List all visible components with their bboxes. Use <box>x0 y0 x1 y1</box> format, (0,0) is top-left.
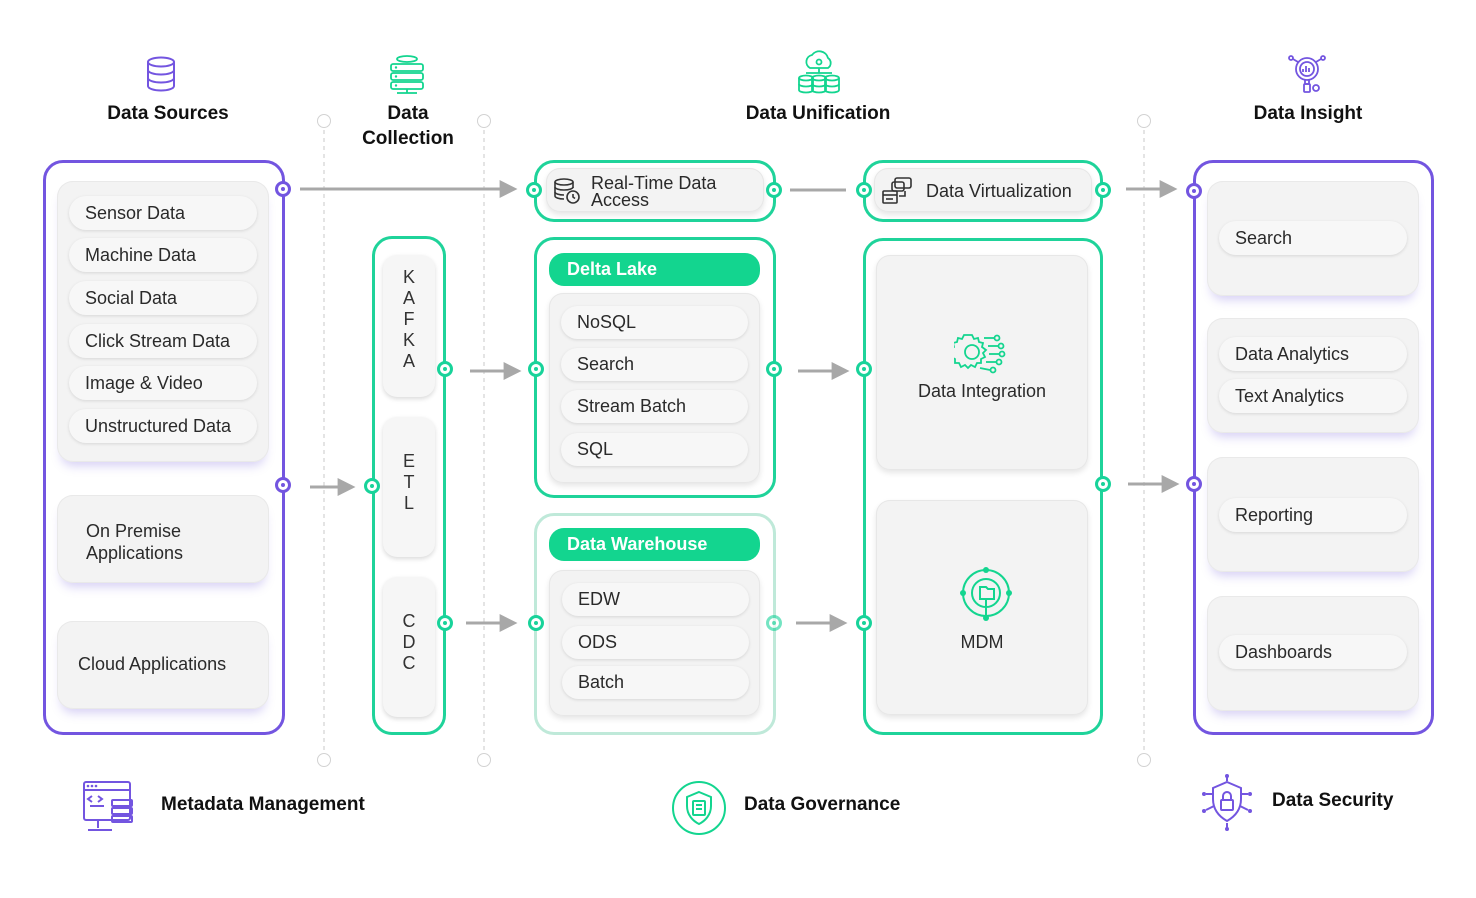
connector-node <box>1186 476 1202 492</box>
kafka-letter: K <box>402 267 415 287</box>
kafka-letter: A <box>402 351 415 371</box>
separator-cap <box>317 114 331 128</box>
header-data-unification: Data Unification <box>745 103 891 124</box>
delta-lake-item: SQL <box>561 433 748 466</box>
connector-node <box>437 361 453 377</box>
connector-node <box>856 361 872 377</box>
connector-node <box>766 182 782 198</box>
cdc-letter: D <box>402 632 416 652</box>
etl-card: E T L <box>383 417 435 557</box>
database-icon <box>147 56 175 92</box>
header-data-insight: Data Insight <box>1253 103 1363 124</box>
delta-lake-item: NoSQL <box>561 306 748 339</box>
connector-node <box>526 182 542 198</box>
connector-node <box>1095 476 1111 492</box>
data-security-label: Data Security <box>1272 790 1394 811</box>
integration-label: Data Integration <box>917 381 1047 401</box>
source-item: Image & Video <box>69 366 257 400</box>
cdc-card: C D C <box>383 577 435 717</box>
virtualization-card <box>874 168 1092 212</box>
connector-node <box>437 615 453 631</box>
source-item: Sensor Data <box>69 196 257 230</box>
source-item: Click Stream Data <box>69 324 257 358</box>
warehouse-item: EDW <box>562 583 749 616</box>
data-governance-label: Data Governance <box>744 794 901 815</box>
insight-item: Reporting <box>1219 498 1407 532</box>
delta-lake-item: Stream Batch <box>561 390 748 423</box>
realtime-label: Real-Time Data Access <box>591 173 717 210</box>
kafka-card: K A F K A <box>383 255 435 397</box>
shield-lock-icon <box>1202 774 1252 831</box>
insight-item: Data Analytics <box>1219 337 1407 371</box>
insight-item: Search <box>1219 221 1407 255</box>
connector-node <box>766 615 782 631</box>
etl-letter: T <box>403 472 415 492</box>
cdc-letter: C <box>402 611 416 631</box>
insight-item: Text Analytics <box>1219 379 1407 413</box>
delta-lake-item: Search <box>561 348 748 381</box>
connector-node <box>275 477 291 493</box>
connector-node <box>856 182 872 198</box>
server-stack-icon <box>390 55 424 94</box>
integration-card <box>876 255 1088 470</box>
insight-analytics-card <box>1207 318 1419 433</box>
warehouse-item: Batch <box>562 666 749 699</box>
on-premise-label: On Premise Applications <box>86 521 184 563</box>
header-data-collection: Data Collection <box>362 103 454 149</box>
insight-item: Dashboards <box>1219 635 1407 669</box>
clock-database-icon <box>554 178 580 204</box>
connector-node <box>1095 182 1111 198</box>
connector-node <box>1186 183 1202 199</box>
separator-cap <box>1137 114 1151 128</box>
metadata-management-label: Metadata Management <box>161 794 365 815</box>
warehouse-item: ODS <box>562 626 749 659</box>
cloud-database-icon <box>798 50 840 94</box>
connector-node <box>528 615 544 631</box>
separator-cap <box>317 753 331 767</box>
connector-node <box>766 361 782 377</box>
separator-cap <box>477 753 491 767</box>
gear-circuit-icon <box>954 334 1006 374</box>
data-virtualization-icon <box>882 177 912 204</box>
mdm-network-icon <box>960 567 1012 621</box>
connector-node <box>364 478 380 494</box>
shield-document-icon <box>672 781 726 835</box>
connector-node <box>528 361 544 377</box>
header-data-sources: Data Sources <box>107 103 229 124</box>
separator-cap <box>477 114 491 128</box>
cloud-applications-card <box>57 621 269 709</box>
insight-analytics-icon <box>1288 55 1326 93</box>
data-warehouse-title: Data Warehouse <box>549 528 760 561</box>
source-item: Social Data <box>69 281 257 315</box>
on-premise-card <box>57 495 269 583</box>
etl-letter: E <box>402 451 415 471</box>
source-item: Unstructured Data <box>69 409 257 443</box>
mdm-label: MDM <box>960 632 1004 652</box>
mdm-card <box>876 500 1088 715</box>
realtime-card <box>546 168 764 212</box>
connector-node <box>275 181 291 197</box>
source-item: Machine Data <box>69 238 257 272</box>
kafka-letter: K <box>402 330 415 350</box>
cdc-letter: C <box>402 653 416 673</box>
kafka-letter: F <box>403 309 415 329</box>
delta-lake-title: Delta Lake <box>549 253 760 286</box>
kafka-letter: A <box>402 288 415 308</box>
separator-cap <box>1137 753 1151 767</box>
virtualization-label: Data Virtualization <box>926 181 1072 201</box>
connector-node <box>856 615 872 631</box>
code-monitor-icon <box>83 781 133 831</box>
etl-letter: L <box>403 493 414 513</box>
cloud-applications-label: Cloud Applications <box>78 654 227 674</box>
